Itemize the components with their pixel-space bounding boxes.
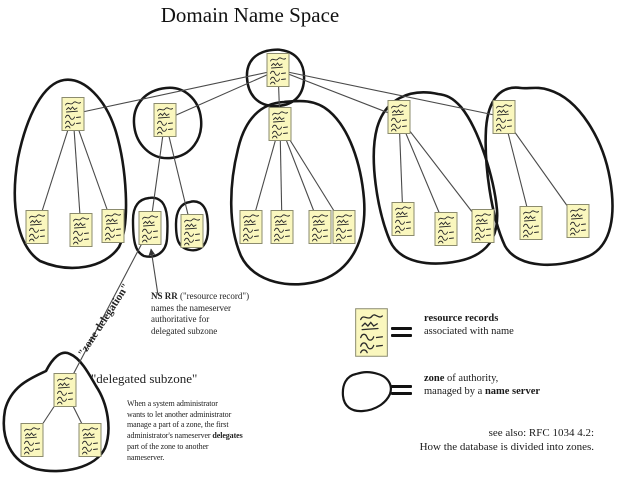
resource-record-node-z3c2 — [270, 210, 294, 244]
legend-zone-mid: of authority, managed by a — [424, 373, 499, 397]
delegated-subzone-label: "delegated subzone" — [91, 371, 198, 386]
resource-record-node-legend-sample — [355, 308, 388, 357]
zone-blob-zone-4 — [372, 91, 499, 265]
edge-z5top-z5c1 — [503, 116, 532, 224]
edge-root-z1top — [72, 69, 279, 115]
resource-record-node-z5top — [492, 100, 516, 134]
resource-record-node-z3c4 — [332, 210, 356, 244]
resource-record-node-z1c3 — [101, 209, 125, 243]
page-title: Domain Name Space — [160, 3, 340, 27]
legend-name-server-bold: name server — [484, 385, 541, 397]
resource-record-node-z4c2 — [434, 212, 458, 246]
see-also-note: see also: RFC 1034 4.2: How the database… — [320, 427, 594, 454]
edge-z3top-z3c3 — [279, 123, 321, 228]
delegation-paragraph-part1: When a system administrator wants to let… — [127, 399, 232, 441]
resource-record-node-z5c2 — [566, 204, 590, 238]
see-also-line2: How the database is divided into zones. — [419, 440, 594, 453]
zone-blob-legend-zone — [341, 371, 392, 413]
legend-zone-text: zone of authority, managed by a name ser… — [424, 373, 540, 398]
delegation-paragraph-bold: delegates — [212, 431, 243, 441]
edge-z5top-z5c2 — [503, 116, 579, 222]
resource-record-node-z1top — [61, 97, 85, 131]
resource-record-node-z4c1 — [391, 202, 415, 236]
resource-record-node-lowc1 — [20, 423, 44, 457]
ns-rr-note-bold: NS RR — [151, 291, 178, 301]
edge-z4top-z4c2 — [398, 116, 447, 230]
legend-zone-bold: zone — [424, 373, 445, 384]
resource-record-node-z2d2 — [180, 214, 204, 248]
resource-record-node-z1c2 — [69, 213, 93, 247]
edge-z1top-z1c2 — [72, 113, 82, 231]
delegation-paragraph: When a system administrator wants to let… — [127, 399, 267, 463]
equals-sign-zone — [391, 380, 412, 400]
resource-record-node-z1c1 — [25, 210, 49, 244]
resource-record-node-lowtop — [53, 373, 77, 407]
edge-root-z5top — [277, 69, 505, 118]
zone-blob-zone-2 — [132, 86, 203, 160]
see-also-line1: see also: RFC 1034 4.2: — [488, 427, 594, 439]
edge-z1top-z1c3 — [72, 113, 114, 227]
edge-z1top-z1c1 — [36, 113, 74, 228]
resource-record-node-z4top — [387, 100, 411, 134]
edge-root-z4top — [277, 69, 400, 118]
zone-blob-zone-5 — [484, 86, 614, 267]
zone-blob-delegated-subzone-a — [131, 196, 169, 258]
edge-z4top-z4c3 — [398, 116, 484, 227]
resource-record-node-lowc2 — [78, 423, 102, 457]
equals-bar — [391, 326, 412, 330]
resource-record-node-z2top — [153, 103, 177, 137]
ns-rr-arrow — [148, 248, 159, 296]
ns-rr-note-rest: ("resource record") names the nameserver… — [151, 291, 250, 336]
resource-record-node-z3c3 — [308, 210, 332, 244]
edge-z3top-z3c4 — [279, 123, 345, 228]
resource-record-node-z5c1 — [519, 206, 543, 240]
legend-rr-rest: associated with name — [424, 325, 514, 337]
edge-z2top-z2d2 — [164, 119, 193, 232]
edge-z3top-z3c1 — [250, 123, 281, 228]
zone-blob-zone-3 — [229, 99, 366, 286]
legend-rr-bold: resource records — [424, 313, 499, 324]
resource-record-node-z3top — [268, 107, 292, 141]
equals-bar — [391, 392, 412, 395]
resource-record-node-root — [266, 53, 290, 87]
edge-z2d1-lowtop — [64, 227, 151, 391]
delegation-paragraph-part2: part of the zone to another nameserver. — [127, 441, 209, 462]
zone-blob-delegated-lower-zone — [2, 351, 110, 473]
edge-z3top-z3c2 — [279, 123, 283, 228]
equals-bar — [391, 384, 412, 388]
resource-record-node-z3c1 — [239, 210, 263, 244]
zone-blob-zone-1 — [13, 78, 128, 270]
legend-resource-records-text: resource records associated with name — [424, 313, 514, 338]
edge-root-z2top — [164, 69, 279, 121]
resource-record-node-z2d1 — [138, 211, 162, 245]
equals-bar — [391, 334, 412, 337]
zone-blob-root-zone — [245, 48, 306, 108]
equals-sign-resource-records — [391, 322, 412, 342]
ns-rr-note: NS RR ("resource record") names the name… — [151, 291, 281, 337]
resource-record-node-z4c3 — [471, 209, 495, 243]
edge-z2top-z2d1 — [149, 119, 166, 229]
